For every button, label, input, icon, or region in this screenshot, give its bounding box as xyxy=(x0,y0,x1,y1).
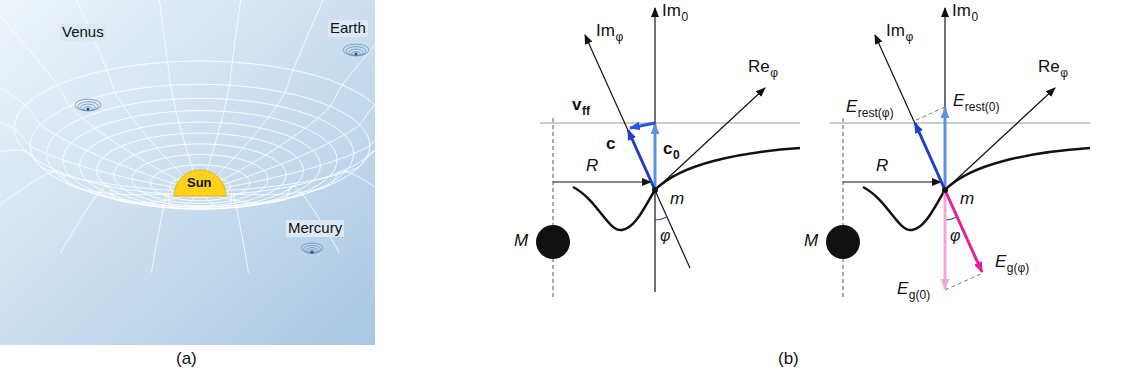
axis-label: Im xyxy=(886,22,905,41)
planet-dimple xyxy=(343,44,369,56)
planet-dimple xyxy=(352,52,361,56)
grid-line xyxy=(132,154,268,203)
grid-line xyxy=(0,0,194,188)
mass-label: M xyxy=(804,232,818,251)
sun-dome xyxy=(174,170,226,196)
planet-label: Venus xyxy=(60,24,106,41)
star-label: Sun xyxy=(187,176,212,190)
panel-caption: (a) xyxy=(176,350,197,369)
grid-line xyxy=(208,150,463,191)
planet-dimple xyxy=(75,99,101,111)
vector-subscript: ff xyxy=(582,105,590,118)
energy-subscript: rest(φ) xyxy=(858,107,894,120)
grid-line xyxy=(152,193,199,273)
planet-dimple xyxy=(303,245,320,253)
planet-dimple xyxy=(84,107,93,111)
planet-label: Mercury xyxy=(286,220,344,237)
mass-label: m xyxy=(670,190,684,209)
planet-dimple xyxy=(308,250,315,253)
mass-label: M xyxy=(514,232,528,251)
grid-line xyxy=(152,0,199,187)
grid-line xyxy=(204,0,340,188)
grid-line xyxy=(61,0,197,188)
angle-label: φ xyxy=(660,227,670,245)
grid-line xyxy=(150,165,250,201)
energy-subscript: rest(0) xyxy=(965,101,1000,114)
energy-label: E xyxy=(897,280,908,299)
vector-label: c xyxy=(606,135,615,154)
planet-dimple xyxy=(306,248,318,254)
grid-line xyxy=(97,133,304,207)
grid-line xyxy=(63,111,337,210)
mass-label: m xyxy=(960,190,974,209)
grid-line xyxy=(0,108,192,190)
grid-line xyxy=(0,51,192,189)
grid-line xyxy=(208,108,479,190)
planet-dimple xyxy=(78,102,98,111)
grid-line xyxy=(80,122,321,209)
axis-subscript: φ xyxy=(1060,67,1068,80)
energy-label: E xyxy=(995,253,1006,272)
axis-label: Re xyxy=(1038,58,1060,77)
planet-dot xyxy=(310,250,313,253)
angle-label: φ xyxy=(950,227,960,245)
axis-subscript: φ xyxy=(905,31,913,44)
planet-dimple xyxy=(349,49,364,56)
panel-caption: (b) xyxy=(778,350,799,369)
grid-line xyxy=(201,193,248,273)
grid-line xyxy=(114,144,286,206)
axis-label: Im xyxy=(596,22,615,41)
axis-subscript: φ xyxy=(615,31,623,44)
axis-subscript: φ xyxy=(770,67,778,80)
grid-line xyxy=(201,0,248,187)
axis-subscript: 0 xyxy=(971,11,978,24)
planet-dimple xyxy=(81,104,96,111)
energy-subscript: g(0) xyxy=(909,289,930,302)
spacetime-grid xyxy=(0,0,479,273)
energy-label: E xyxy=(846,98,857,117)
diagram-right xyxy=(826,8,1090,300)
vector-label: v xyxy=(572,96,581,115)
planet-dimple xyxy=(346,47,366,56)
planet-dimples xyxy=(75,44,369,253)
grid-line xyxy=(206,0,414,188)
planet-dimple xyxy=(301,243,323,253)
axis-label: Re xyxy=(748,58,770,77)
energy-label: E xyxy=(953,92,964,111)
axis-label: Im xyxy=(662,2,681,21)
distance-label: R xyxy=(586,157,598,176)
planet-label: Earth xyxy=(328,20,368,37)
vector-subscript: 0 xyxy=(673,149,680,162)
vector-label: c xyxy=(663,140,672,159)
planet-dot xyxy=(354,52,357,55)
axis-subscript: 0 xyxy=(681,11,688,24)
distance-label: R xyxy=(876,157,888,176)
axis-label: Im xyxy=(952,2,971,21)
grid-line xyxy=(0,171,194,216)
grid-line xyxy=(208,51,463,189)
diagram-left xyxy=(536,8,800,300)
energy-subscript: g(φ) xyxy=(1007,262,1029,275)
planet-dot xyxy=(86,107,89,110)
